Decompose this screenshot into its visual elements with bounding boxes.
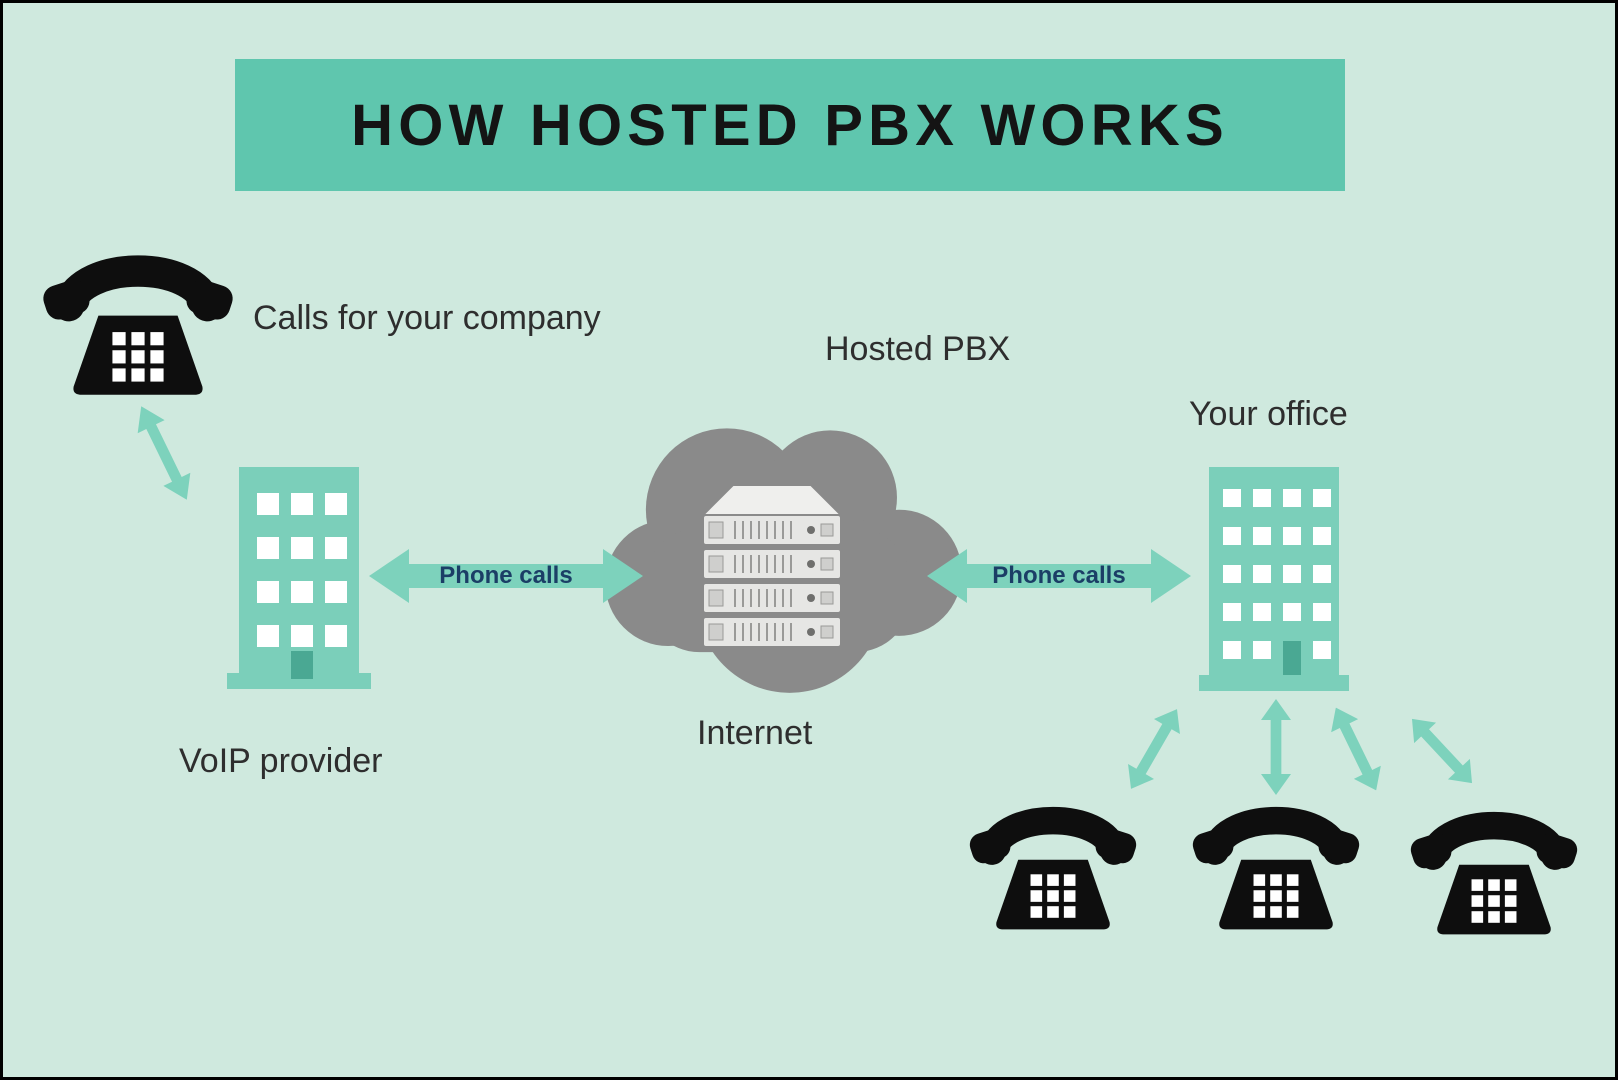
phone-calls-label-left: Phone calls xyxy=(439,562,573,589)
office-phone2-arrow-icon xyxy=(1261,699,1291,795)
incoming-calls-phone-icon xyxy=(33,243,243,408)
office-phone4-arrow-icon xyxy=(1401,709,1483,794)
desk-phone-3-icon xyxy=(1399,801,1589,946)
desk-phone-1-icon xyxy=(958,796,1148,941)
office-phone3-arrow-icon xyxy=(1322,701,1389,797)
incoming-calls-label: Calls for your company xyxy=(253,299,601,337)
office-phone1-arrow-icon xyxy=(1118,702,1190,797)
internet-label: Internet xyxy=(697,714,813,752)
your-office-label: Your office xyxy=(1189,395,1348,433)
voip-provider-label: VoIP provider xyxy=(179,742,383,780)
hosted-pbx-label: Hosted PBX xyxy=(825,330,1011,368)
phone-provider-arrow-icon xyxy=(128,400,201,507)
provider-cloud-arrow: Phone calls xyxy=(369,547,643,605)
phone-calls-label-right: Phone calls xyxy=(992,562,1126,589)
voip-provider-building-icon xyxy=(221,455,377,695)
cloud-office-arrow: Phone calls xyxy=(927,547,1191,605)
office-building-icon xyxy=(1195,453,1353,695)
title-banner: HOW HOSTED PBX WORKS xyxy=(235,59,1345,191)
page-title: HOW HOSTED PBX WORKS xyxy=(351,92,1229,158)
pbx-server-icon xyxy=(691,471,853,661)
desk-phone-2-icon xyxy=(1181,796,1371,941)
